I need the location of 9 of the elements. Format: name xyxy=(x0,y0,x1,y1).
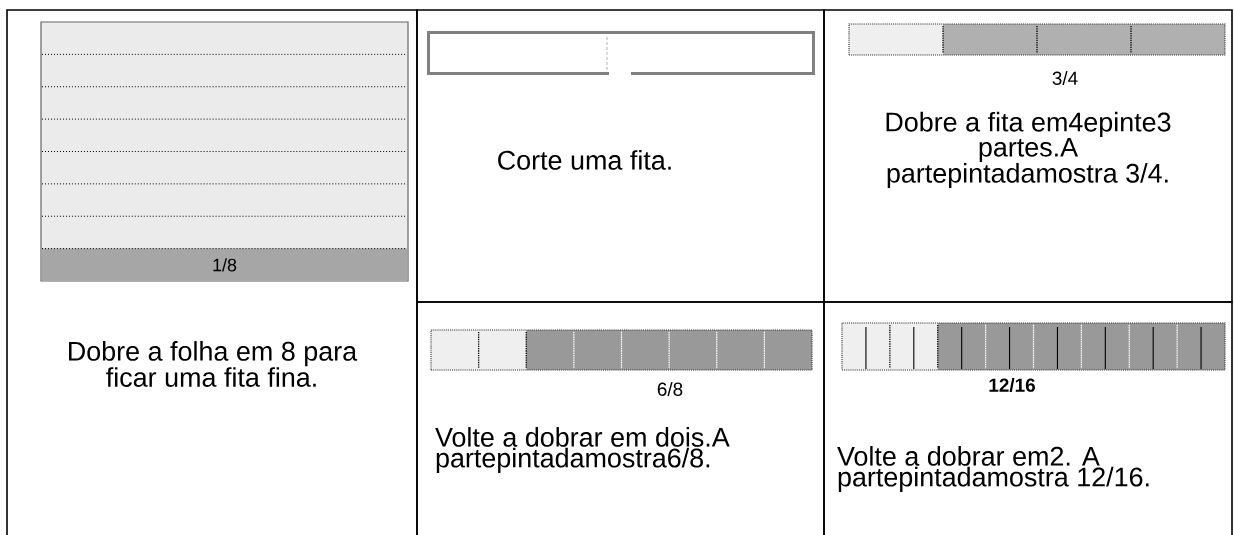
fraction-label: 6/8 xyxy=(657,382,683,396)
paper-strip-drawing xyxy=(427,31,815,75)
fraction-label: 12/16 xyxy=(989,377,1035,393)
paper-strip-drawing xyxy=(430,329,813,371)
table-cell: Corte uma fita. xyxy=(416,9,825,303)
paper-strip-drawing xyxy=(848,23,1226,56)
paper-sheet-drawing: 1/8 xyxy=(40,21,409,282)
fraction-label: 3/4 xyxy=(1052,71,1078,85)
paper-strip-drawing xyxy=(841,322,1226,371)
